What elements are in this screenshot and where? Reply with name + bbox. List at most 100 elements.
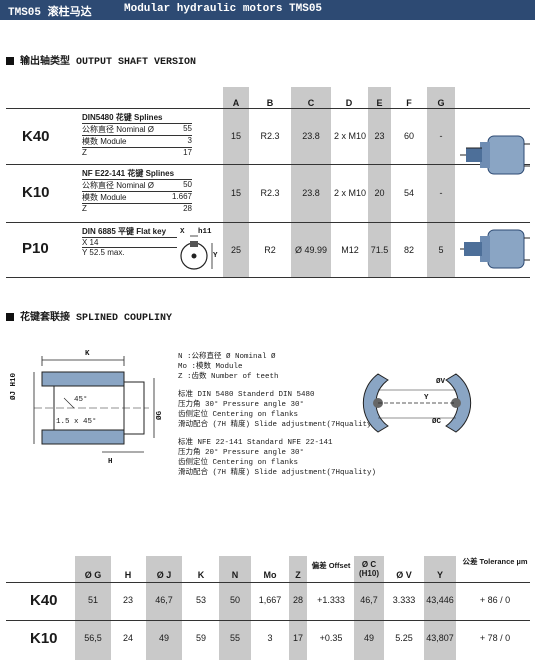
- col-header-d: D: [345, 98, 353, 108]
- standard-line: 滑动配合 (7H 精度) Slide adjustment(7Hquality): [178, 469, 377, 477]
- ct-cell: 51: [87, 595, 98, 605]
- spec-key: Z: [82, 148, 87, 157]
- dim-chamfer-label: 1.5 x 45°: [56, 418, 97, 426]
- spec-line: 公称直径 Nominal Ø 55: [82, 124, 192, 136]
- output-section-title: 输出轴类型 OUTPUT SHAFT VERSION: [20, 57, 197, 68]
- key-x-label: X: [180, 228, 185, 236]
- spec-block-p10: DIN 6885 平键 Flat key X 14 Y 52.5 max.: [82, 226, 177, 257]
- ct-cell: 28: [292, 595, 303, 605]
- k40-e: 23: [374, 131, 385, 141]
- coupling-section-title: 花键套联接 SPLINED COUPLINY: [20, 313, 173, 324]
- ct-header: Ø J: [156, 570, 172, 580]
- ct-cell: 59: [195, 633, 206, 643]
- standard-line: 标准 DIN 5480 Standerd DIN 5480: [178, 391, 315, 399]
- spec-block-k40: DIN5480 花键 Splines 公称直径 Nominal Ø 55 模数 M…: [82, 112, 192, 157]
- ct-header: Mo: [263, 570, 277, 580]
- col-header-c: C: [307, 98, 315, 108]
- k10-a: 15: [230, 188, 241, 198]
- p10-g: 5: [438, 245, 444, 255]
- legend-line: Mo :模数 Module: [178, 363, 243, 371]
- ct-cell: 49: [158, 633, 169, 643]
- spline-gauge-drawing: [362, 373, 472, 433]
- col-a-shade: [223, 87, 249, 277]
- legend-block: N :公称直径 Ø Nominal Ø Mo :模数 Module Z :齿数 …: [178, 352, 279, 382]
- ct-header: 偏差 Offset: [311, 561, 351, 570]
- ct-cell: 46,7: [155, 595, 173, 605]
- coupling-section-heading: 花键套联接 SPLINED COUPLINY: [6, 308, 172, 324]
- ct-col-shade: [424, 556, 456, 660]
- k40-b: R2.3: [260, 131, 280, 141]
- ct-header: N: [231, 570, 239, 580]
- row-label-k10: K10: [22, 184, 50, 201]
- dim-c-label: ØC: [432, 418, 442, 426]
- p10-e: 71.5: [370, 245, 389, 255]
- legend-line: N :公称直径 Ø Nominal Ø: [178, 353, 276, 361]
- spec-title: DIN5480 花键 Splines: [82, 112, 192, 124]
- spec-key: 模数 Module: [82, 193, 127, 202]
- spec-key: 模数 Module: [82, 137, 127, 146]
- standard-line: 压力角 30° Pressure angle 30°: [178, 401, 305, 409]
- spec-line: Y 52.5 max.: [82, 248, 125, 257]
- spec-value: 17: [183, 148, 192, 157]
- spec-value: 55: [183, 124, 192, 133]
- ct-cell: 1,667: [258, 595, 282, 605]
- ct-col-shade: [75, 556, 111, 660]
- spec-key: 公称直径 Nominal Ø: [82, 181, 155, 190]
- bullet-square-icon: [6, 313, 14, 322]
- table-bottom-rule: [6, 277, 530, 278]
- dim-k-label: K: [85, 350, 90, 358]
- ct-cell: 43,446: [426, 595, 454, 605]
- coupling-section-drawing: [33, 356, 155, 453]
- key-y-label: Y: [213, 252, 218, 260]
- ct-header: Ø V: [396, 570, 412, 580]
- k10-e: 20: [374, 188, 385, 198]
- col-header-e: E: [376, 98, 383, 108]
- motor-splined-shaft-illustration: [460, 135, 530, 175]
- dim-j-label: ØJ H10: [10, 372, 18, 400]
- dim-v-label: ØV: [436, 378, 446, 386]
- ct-cell: 5.25: [395, 633, 413, 643]
- spec-title: DIN 6885 平键 Flat key: [82, 226, 177, 238]
- ct-cell: 56,5: [84, 633, 102, 643]
- row-divider: [6, 222, 530, 223]
- spec-key: 公称直径 Nominal Ø: [82, 125, 155, 134]
- dim-angle-label: 45°: [74, 396, 88, 404]
- p10-f: 82: [403, 245, 414, 255]
- ct-header: K: [197, 570, 205, 580]
- ct-cell: 17: [292, 633, 303, 643]
- k10-b: R2.3: [260, 188, 280, 198]
- row-divider: [6, 164, 530, 165]
- ct-row-label-k10: K10: [30, 630, 58, 647]
- ct-cell: +0.35: [319, 633, 343, 643]
- table-top-rule: [6, 108, 530, 109]
- col-c-shade: [291, 87, 331, 277]
- col-header-a: A: [232, 98, 240, 108]
- bullet-square-icon: [6, 57, 14, 66]
- ct-header: Ø G: [84, 570, 102, 580]
- row-label-p10: P10: [22, 240, 49, 257]
- ct-cell: 3.333: [392, 595, 416, 605]
- ct-cell: +1.333: [317, 595, 345, 605]
- spec-line: X 14: [82, 238, 177, 248]
- k40-f: 60: [403, 131, 414, 141]
- ct-col-shade: [219, 556, 251, 660]
- k10-c: 23.8: [302, 188, 320, 198]
- row-label-k40: K40: [22, 128, 50, 145]
- ct-top-rule: [6, 582, 530, 583]
- ct-row-label-k40: K40: [30, 592, 58, 609]
- p10-d: M12: [341, 245, 359, 255]
- ct-header: H: [124, 570, 132, 580]
- ct-col-shade: [146, 556, 182, 660]
- flat-key-drawing: [180, 235, 213, 270]
- col-header-b: B: [266, 98, 274, 108]
- ct-header: 公差 Tolerance µm: [462, 557, 528, 566]
- legend-line: Z :齿数 Number of teeth: [178, 373, 279, 381]
- dim-g-label: ØG: [156, 410, 164, 420]
- ct-cell: + 78 / 0: [479, 633, 511, 643]
- spec-value: 3: [187, 136, 192, 145]
- standard-line: 齿侧定位 Centering on flanks: [178, 411, 299, 419]
- standard-din-block: 标准 DIN 5480 Standerd DIN 5480 压力角 30° Pr…: [178, 390, 376, 430]
- ct-row-divider: [6, 620, 530, 621]
